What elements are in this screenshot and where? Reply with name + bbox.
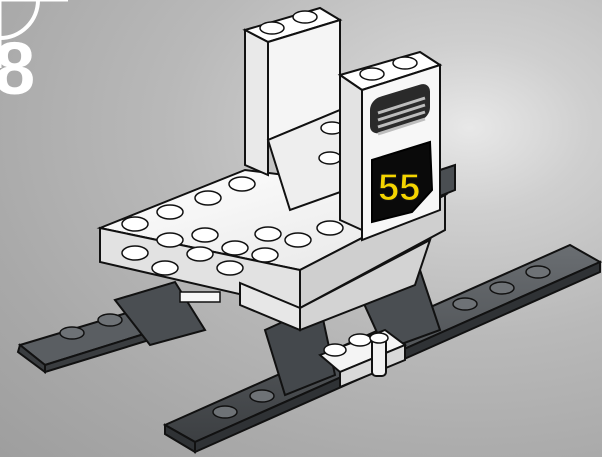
base-slot <box>180 292 220 302</box>
badge-number-label: 55 <box>378 167 420 209</box>
side-tab <box>440 165 455 196</box>
